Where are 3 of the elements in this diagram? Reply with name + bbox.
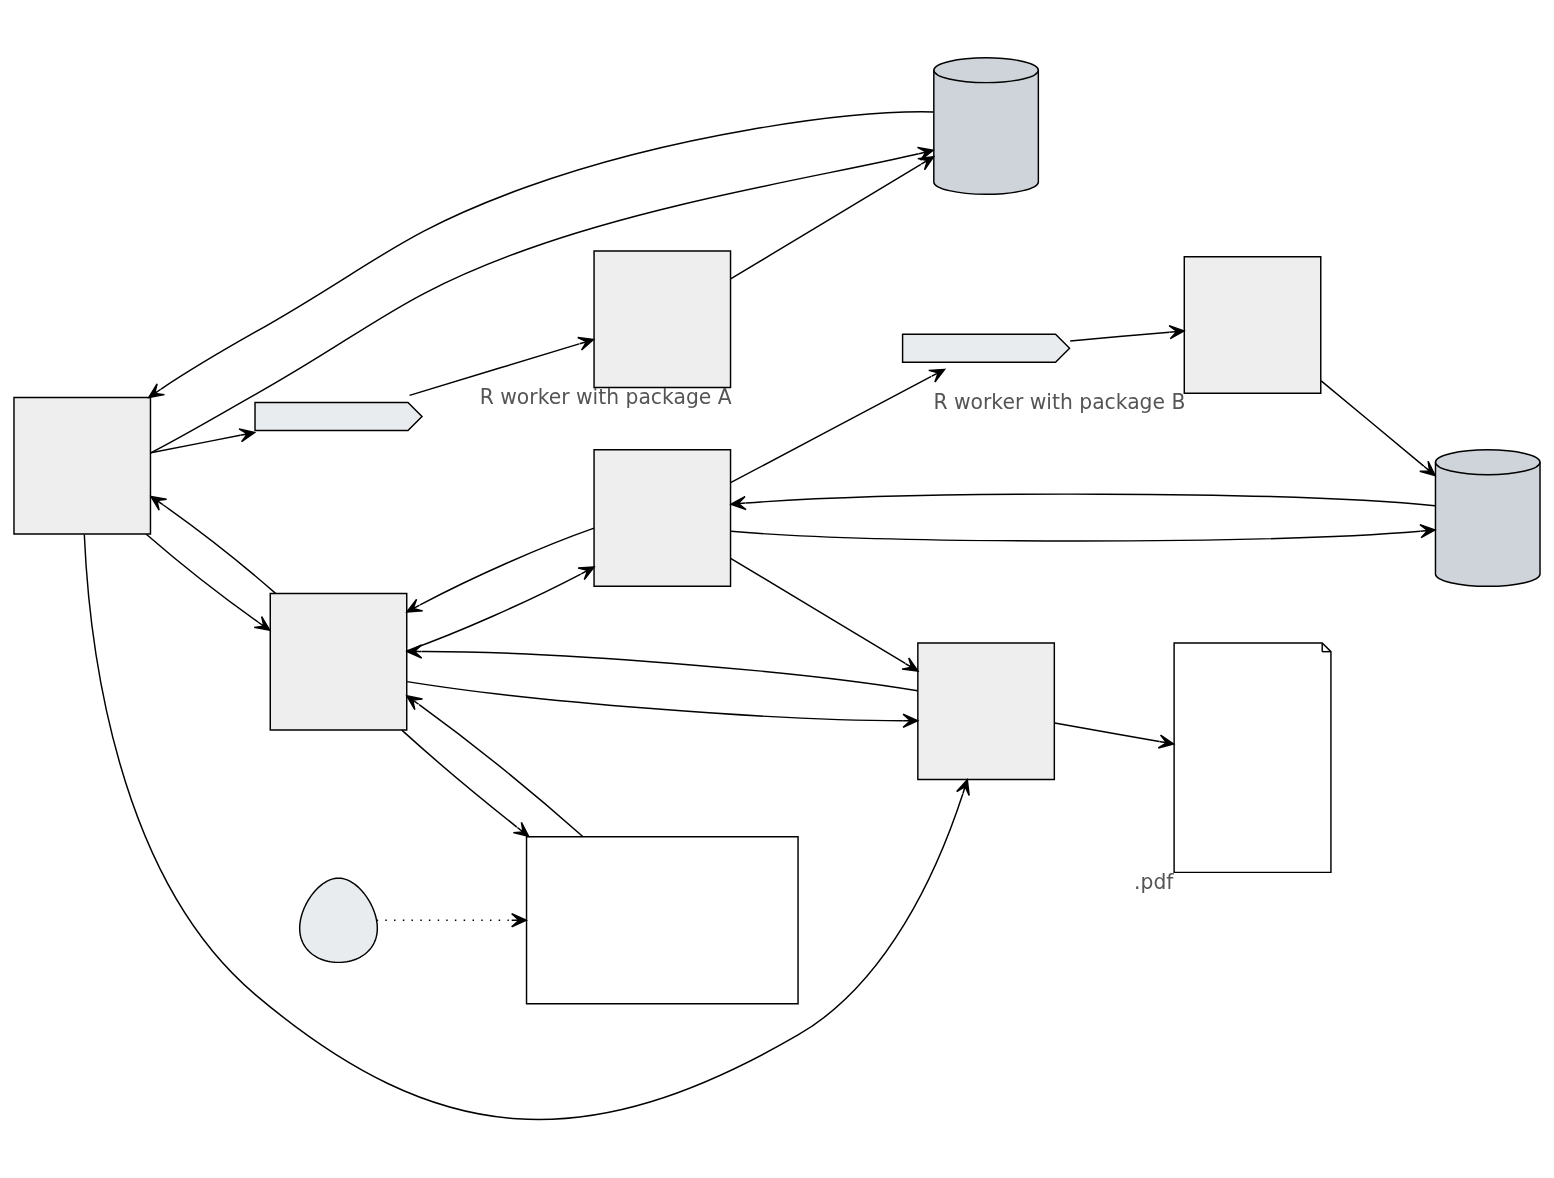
node-label: .pdf (1134, 869, 1174, 894)
node-label: R worker with package A (479, 384, 732, 409)
node-label: R worker with package B (933, 390, 1186, 415)
